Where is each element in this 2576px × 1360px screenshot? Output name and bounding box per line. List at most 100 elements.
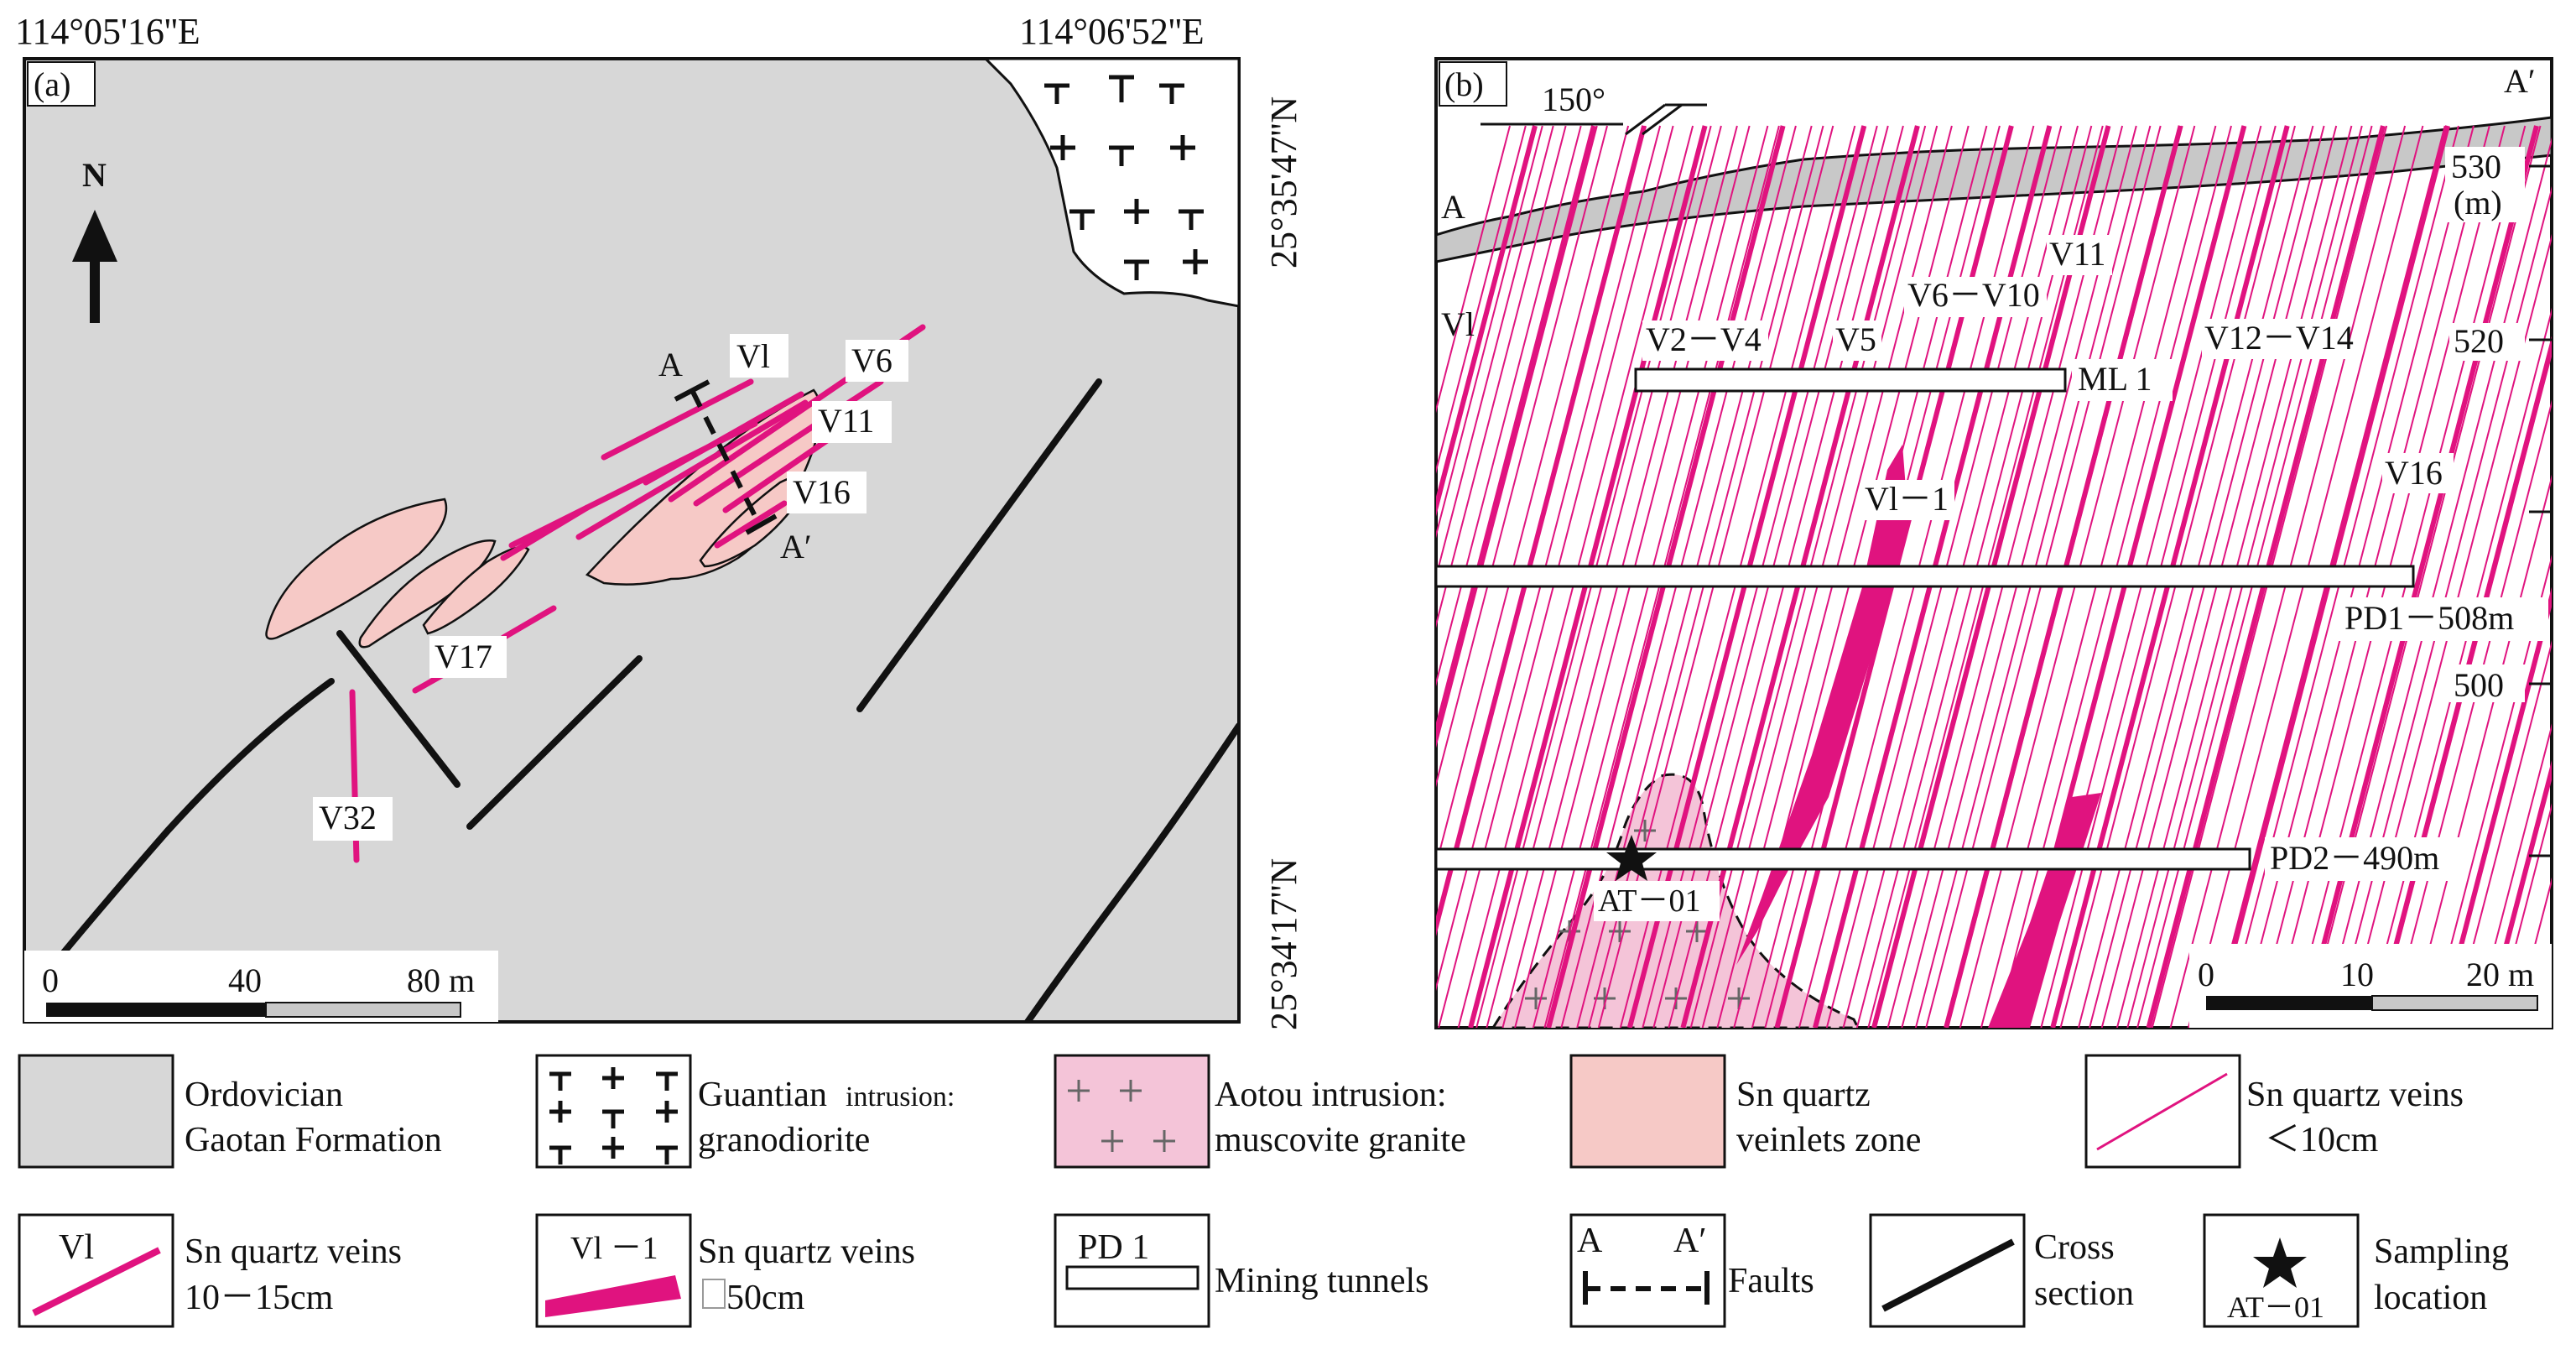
north-arrow-icon [72,210,117,323]
medium-vein-line [2482,760,2552,1028]
svg-text:Cross: Cross [2034,1228,2115,1267]
legend-item-guantian: Guantian intrusion: granodiorite [535,1054,955,1169]
label-v12-v14: V12－V14 [2204,319,2354,357]
legend-item-tunnels: PD 1 Mining tunnels [1054,1213,1429,1328]
label-sample: AT－01 [1598,883,1700,919]
thin-vein-line [2450,639,2552,1028]
thin-vein-line [2472,723,2552,1028]
label-ml1: ML 1 [2078,360,2152,398]
svg-text:Sn quartz: Sn quartz [1736,1076,1871,1114]
vein-labels-panel-b: Vl V2－V4 V5 V6－V10 V11 V12－V14 V16 Vl－1 [1441,235,2454,520]
label-v32-map: V32 [319,799,377,836]
label-v11-map: V11 [818,402,874,440]
panel-b-section: Vl V2－V4 V5 V6－V10 V11 V12－V14 V16 Vl－1 … [1434,57,2576,1029]
tunnel-ml1 [1634,367,2067,393]
scale-b-10: 10 [2340,956,2374,993]
thin-vein-line [2558,126,2576,1028]
thin-vein-line [1436,125,1543,539]
svg-text:Sn quartz veins: Sn quartz veins [185,1232,402,1271]
label-v6-v10: V6－V10 [1907,276,2040,314]
svg-text:A: A [1577,1222,1603,1260]
legend-item-faults: A A′ Faults [1569,1213,1814,1328]
coord-right-upper: 25°35'47''N [1263,96,1304,268]
azimuth-symbol [1481,103,1707,136]
label-v6-map: V6 [851,341,892,379]
svg-text:＜10cm: ＜10cm [2265,1121,2379,1159]
thin-vein-line [1436,125,1511,414]
scale-b-0: 0 [2198,956,2214,993]
svg-text:Faults: Faults [1728,1262,1814,1300]
svg-text:section: section [2034,1274,2134,1313]
section-end-label-a: A′ [780,528,812,565]
svg-text:10－15cm: 10－15cm [185,1279,334,1317]
granodiorite-symbols [1044,75,1208,280]
svg-text:Aotou intrusion:: Aotou intrusion: [1215,1076,1447,1114]
faults-panel-a [24,378,1239,1022]
label-v16-section: V16 [2385,454,2443,492]
svg-text:Vl －1: Vl －1 [570,1231,658,1266]
guantian-intrusion-area [983,59,1239,308]
panel-a-label: (a) [34,65,70,103]
legend-item-thick-veins: Vl －1 Sn quartz veins 50cm [535,1213,915,1328]
thin-vein-line [2428,555,2552,1028]
scale-bar-a: 0 40 80 m [24,951,498,1022]
label-pd1: PD1－508m [2344,599,2514,637]
svg-text:A′: A′ [1673,1222,1707,1260]
svg-text:Ordovician: Ordovician [185,1076,343,1114]
label-v16-map: V16 [793,473,851,511]
label-v11-section: V11 [2049,235,2105,273]
svg-text:Sn quartz veins: Sn quartz veins [2246,1076,2464,1114]
panel-b-label: (b) [1444,65,1484,103]
label-pd2: PD2－490m [2270,839,2439,877]
coord-right-lower: 25°34'17''N [1263,858,1304,1030]
svg-text:location: location [2374,1279,2487,1317]
svg-text:Gaotan Formation: Gaotan Formation [185,1121,442,1159]
legend-item-aotou: Aotou intrusion: muscovite granite [1054,1054,1466,1169]
legend-item-gaotan: Ordovician Gaotan Formation [18,1054,442,1169]
coord-top-left: 114°05'16''E [15,11,200,52]
tunnel-pd1 [1436,565,2415,588]
azimuth-label: 150° [1542,81,1605,118]
svg-text:Sampling: Sampling [2374,1232,2509,1271]
svg-text:veinlets zone: veinlets zone [1736,1121,1921,1159]
scale-bar-b: 0 10 20 m [2189,944,2552,1028]
svg-text:Sn quartz veins: Sn quartz veins [698,1232,915,1271]
thin-vein-line [1436,125,1527,474]
elev-500: 500 [2454,666,2504,704]
legend-item-sampling: AT－01 Sampling location [2203,1213,2509,1328]
legend-item-medium-veins: Vl Sn quartz veins 10－15cm [18,1213,402,1328]
sample-star-icon [1606,835,1657,881]
elev-520: 520 [2454,322,2504,360]
svg-text:Guantian: Guantian [698,1076,827,1114]
legend-item-cross-section: Cross section [1869,1213,2134,1328]
thin-vein-line [1436,125,1554,581]
svg-text:PD 1: PD 1 [1078,1228,1149,1267]
elev-530: 530 [2451,148,2501,185]
label-v1-1: Vl－1 [1865,480,1949,518]
panel-a-map: N Vl V6 V11 V16 V17 V32 A A′ [15,11,1304,1030]
north-label: N [82,156,107,194]
legend: Ordovician Gaotan Formation Guantian int… [18,1054,2509,1328]
label-v17-map: V17 [435,638,492,675]
svg-text:Vl: Vl [59,1228,94,1267]
label-v1-map: Vl [736,337,770,375]
tunnel-pd2 [1436,847,2251,871]
scale-a-80: 80 m [407,961,475,999]
section-start-label-a: A [658,346,683,383]
svg-text:muscovite granite: muscovite granite [1215,1121,1466,1159]
elev-unit: (m) [2454,184,2502,221]
scale-a-0: 0 [42,961,59,999]
thin-vein-line [2493,803,2552,1028]
svg-text:AT－01: AT－01 [2227,1290,2324,1324]
section-start-label-b: A [1441,188,1465,226]
label-v5: V5 [1835,320,1876,358]
label-v1-section: Vl [1441,305,1475,343]
vein-labels-panel-a: Vl V6 V11 V16 V17 V32 [313,334,908,841]
legend-item-veinlets: Sn quartz veinlets zone [1569,1054,1921,1169]
svg-text:Mining tunnels: Mining tunnels [1215,1262,1429,1300]
label-v2-v4: V2－V4 [1646,320,1762,358]
medium-vein-line [2437,586,2552,1028]
scale-a-40: 40 [228,961,262,999]
section-end-label-b: A′ [2504,62,2536,100]
